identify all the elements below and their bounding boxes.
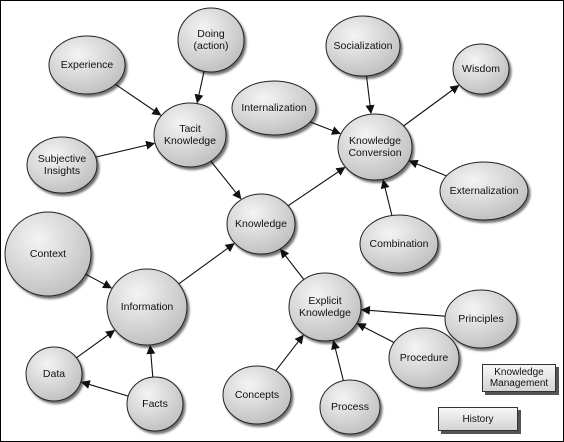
node-process-label: Process: [331, 401, 369, 413]
node-externalization: Externalization: [439, 161, 529, 221]
node-doing: Doing(action): [177, 7, 245, 73]
node-facts: Facts: [126, 376, 184, 432]
node-experience-shape: [48, 35, 126, 95]
edge-tacit-to-knowledge: [210, 160, 242, 200]
node-externalization-label: Externalization: [450, 185, 519, 197]
node-facts-shape: [126, 376, 184, 432]
edge-externalization-to-conversion: [408, 159, 447, 177]
nodes-layer: Doing(action)ExperienceTacitKnowledgeSub…: [4, 7, 529, 435]
edge-principles-to-explicit: [361, 305, 446, 317]
edge-procedure-to-explicit: [356, 323, 395, 343]
node-context-shape: [4, 211, 92, 297]
edge-internalization-to-conversion: [309, 121, 341, 135]
node-externalization-shape: [439, 161, 529, 221]
node-information: Information: [106, 268, 188, 346]
node-wisdom-label: Wisdom: [462, 63, 500, 75]
node-tacit-shape: [153, 102, 227, 168]
edge-information-to-knowledge: [178, 243, 235, 285]
node-procedure-shape: [388, 327, 460, 389]
history-button[interactable]: History: [438, 407, 518, 431]
node-internalization: Internalization: [231, 80, 317, 136]
node-doing-label: Doing: [197, 28, 225, 40]
edge-doing-to-tacit: [194, 71, 205, 104]
edge-knowledge-to-conversion: [287, 166, 346, 207]
node-context: Context: [4, 211, 92, 297]
node-information-shape: [106, 268, 188, 346]
node-experience-label: Experience: [61, 59, 114, 71]
node-wisdom-shape: [452, 43, 510, 95]
node-concepts-shape: [222, 365, 292, 425]
node-tacit-label: Tacit: [179, 123, 201, 135]
node-doing-label: (action): [193, 40, 228, 52]
node-process-shape: [319, 379, 381, 435]
node-experience: Experience: [48, 35, 126, 95]
edge-socialization-to-conversion: [365, 75, 375, 115]
node-knowledge-shape: [226, 193, 296, 255]
node-concepts: Concepts: [222, 365, 292, 425]
edge-conversion-to-wisdom: [403, 84, 460, 127]
node-internalization-label: Internalization: [241, 102, 307, 114]
node-subjective-shape: [26, 136, 98, 194]
knowledge-management-button[interactable]: Knowledge Management: [482, 364, 556, 392]
node-principles: Principles: [444, 289, 518, 349]
node-socialization-shape: [325, 15, 401, 77]
node-information-label: Information: [121, 301, 174, 313]
node-facts-label: Facts: [142, 398, 168, 410]
node-subjective-label: Subjective: [38, 153, 87, 165]
knowledge-management-button-label: Knowledge Management: [489, 367, 549, 389]
node-explicit-shape: [288, 272, 362, 342]
node-context-label: Context: [30, 248, 66, 260]
node-combination: Combination: [359, 214, 439, 274]
edge-concepts-to-explicit: [275, 334, 304, 372]
node-doing-shape: [177, 7, 245, 73]
node-conversion-shape: [337, 113, 413, 181]
node-wisdom: Wisdom: [452, 43, 510, 95]
node-knowledge-label: Knowledge: [235, 218, 287, 230]
edge-combination-to-conversion: [380, 179, 393, 216]
node-principles-shape: [444, 289, 518, 349]
edge-experience-to-tacit: [115, 83, 162, 116]
node-data: Data: [25, 346, 83, 402]
node-tacit-label: Knowledge: [164, 135, 216, 147]
node-procedure-label: Procedure: [400, 352, 449, 364]
node-conversion-label: Conversion: [348, 147, 401, 159]
node-data-shape: [25, 346, 83, 402]
node-combination-shape: [359, 214, 439, 274]
node-subjective-label: Insights: [44, 165, 80, 177]
edge-context-to-information: [85, 273, 113, 289]
node-data-label: Data: [43, 368, 65, 380]
edge-subjective-to-tacit: [95, 140, 156, 158]
node-process: Process: [319, 379, 381, 435]
node-conversion-label: Knowledge: [349, 135, 401, 147]
node-explicit-label: Explicit: [308, 295, 341, 307]
node-internalization-shape: [231, 80, 317, 136]
edge-explicit-to-knowledge: [280, 248, 305, 280]
node-knowledge: Knowledge: [226, 193, 296, 255]
history-button-label: History: [462, 413, 494, 425]
node-principles-label: Principles: [458, 313, 504, 325]
node-concepts-label: Concepts: [235, 389, 279, 401]
node-socialization-label: Socialization: [334, 40, 393, 52]
edge-facts-to-information: [146, 345, 156, 378]
edge-process-to-explicit: [331, 340, 344, 381]
node-procedure: Procedure: [388, 327, 460, 389]
node-combination-label: Combination: [370, 238, 429, 250]
edges-layer: [76, 71, 460, 397]
edge-facts-to-data: [80, 380, 129, 397]
node-socialization: Socialization: [325, 15, 401, 77]
node-explicit-label: Knowledge: [299, 307, 351, 319]
edge-data-to-information: [76, 329, 116, 359]
